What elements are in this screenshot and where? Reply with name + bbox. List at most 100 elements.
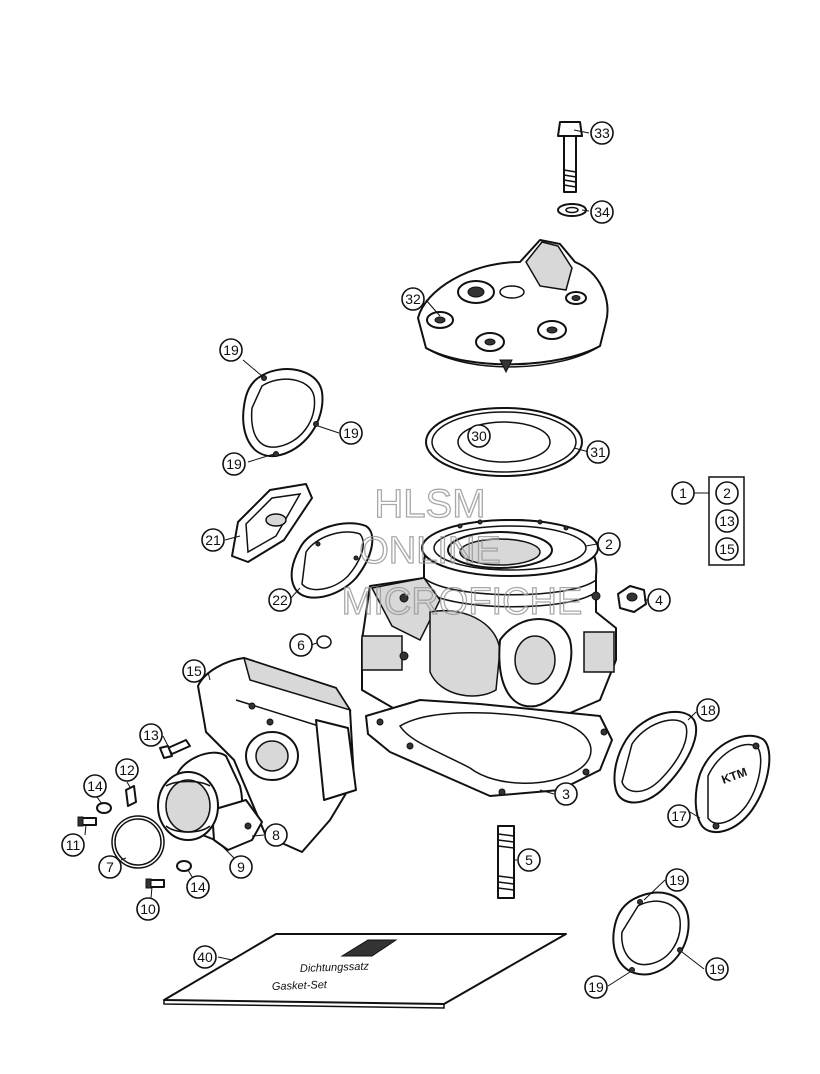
callout-19-upper-b: 19 — [339, 421, 363, 445]
svg-text:19: 19 — [588, 979, 604, 995]
part-gasket-19-lower — [612, 891, 690, 976]
callout-kit-13: 13 — [715, 509, 739, 533]
svg-text:2: 2 — [723, 485, 731, 501]
callout-34: 34 — [590, 200, 614, 224]
part-gasket-set-40: Dichtungssatz Gasket-Set — [163, 933, 567, 1009]
part-bolt-33 — [557, 121, 583, 193]
svg-text:8: 8 — [272, 827, 280, 843]
callout-19-lower-c: 19 — [584, 975, 608, 999]
callout-32: 32 — [401, 287, 425, 311]
svg-text:19: 19 — [669, 872, 685, 888]
svg-text:34: 34 — [594, 204, 610, 220]
callout-30: 30 — [467, 424, 491, 448]
svg-text:30: 30 — [471, 428, 487, 444]
svg-text:33: 33 — [594, 125, 610, 141]
part-gasket-22 — [290, 522, 374, 599]
svg-text:21: 21 — [205, 532, 221, 548]
watermark-line-1: HLSM — [374, 482, 485, 526]
part-clip-12 — [125, 785, 137, 807]
gasket-set-label-de: Dichtungssatz — [300, 961, 370, 975]
part-base-gasket-3 — [365, 699, 613, 797]
svg-text:32: 32 — [405, 291, 421, 307]
callout-group: 33 34 32 19 19 19 30 31 21 22 2 4 6 15 1… — [61, 121, 739, 999]
part-sleeve-9 — [157, 771, 219, 841]
callout-10: 10 — [136, 897, 160, 921]
part-stud-5 — [497, 825, 515, 899]
part-washer-34 — [557, 203, 587, 217]
callout-33: 33 — [590, 121, 614, 145]
callout-12: 12 — [115, 758, 139, 782]
svg-text:9: 9 — [237, 859, 245, 875]
watermark-line-3: MICROFICHE — [342, 581, 583, 623]
svg-text:11: 11 — [66, 837, 81, 853]
svg-text:17: 17 — [671, 808, 687, 824]
svg-text:2: 2 — [605, 536, 613, 552]
callout-19-lower-a: 19 — [665, 868, 689, 892]
callout-4: 4 — [647, 588, 671, 612]
callout-40: 40 — [193, 945, 217, 969]
svg-text:10: 10 — [140, 901, 156, 917]
watermark: HLSM ONLINE MICROFICHE — [341, 481, 583, 623]
callout-kit-2: 2 — [715, 481, 739, 505]
part-cover-17: KTM — [694, 734, 771, 834]
svg-text:15: 15 — [719, 541, 735, 557]
svg-text:14: 14 — [190, 879, 206, 895]
svg-text:18: 18 — [700, 702, 716, 718]
callout-6: 6 — [289, 633, 313, 657]
part-screw-11 — [77, 816, 97, 827]
part-screw-10 — [145, 878, 165, 889]
svg-text:40: 40 — [197, 949, 213, 965]
part-o-ring-7 — [111, 815, 165, 869]
callout-kit-15: 15 — [715, 537, 739, 561]
part-screw-13 — [159, 739, 191, 759]
callout-21: 21 — [201, 528, 225, 552]
svg-text:5: 5 — [525, 852, 533, 868]
part-washer-14-lower — [176, 860, 192, 872]
leader-lines — [84, 129, 705, 987]
callout-9: 9 — [229, 855, 253, 879]
part-gasket-18 — [613, 710, 698, 804]
callout-14-upper: 14 — [83, 774, 107, 798]
callout-kit-1: 1 — [671, 481, 695, 505]
callout-8: 8 — [264, 823, 288, 847]
svg-text:4: 4 — [655, 592, 663, 608]
svg-text:3: 3 — [562, 786, 570, 802]
svg-text:13: 13 — [143, 727, 159, 743]
svg-text:19: 19 — [223, 342, 239, 358]
part-washer-14-upper — [96, 802, 112, 814]
svg-text:31: 31 — [590, 444, 606, 460]
callout-18: 18 — [696, 698, 720, 722]
callout-22: 22 — [268, 588, 292, 612]
svg-text:19: 19 — [343, 425, 359, 441]
part-o-ring-6 — [316, 635, 332, 649]
svg-text:6: 6 — [297, 637, 305, 653]
callout-2: 2 — [597, 532, 621, 556]
svg-text:15: 15 — [186, 663, 202, 679]
callout-11: 11 — [61, 833, 85, 857]
svg-text:19: 19 — [226, 456, 242, 472]
svg-text:14: 14 — [87, 778, 103, 794]
part-gasket-21 — [231, 483, 313, 563]
part-cylinder-head-32 — [417, 239, 609, 374]
callout-31: 31 — [586, 440, 610, 464]
callout-14-lower: 14 — [186, 875, 210, 899]
callout-19-lower-b: 19 — [705, 957, 729, 981]
svg-text:13: 13 — [719, 513, 735, 529]
svg-text:7: 7 — [106, 859, 114, 875]
callout-19-upper-c: 19 — [222, 452, 246, 476]
svg-text:22: 22 — [272, 592, 288, 608]
part-gasket-19-upper — [242, 368, 324, 458]
callout-3: 3 — [554, 782, 578, 806]
part-head-gasket-31 — [425, 407, 583, 477]
part-housing-15 — [197, 656, 357, 853]
part-nut-4 — [617, 585, 647, 613]
svg-text:1: 1 — [679, 485, 687, 501]
callout-5: 5 — [517, 848, 541, 872]
gasket-set-label-en: Gasket-Set — [272, 979, 328, 993]
part-o-ring-30 — [457, 421, 551, 463]
callout-13: 13 — [139, 723, 163, 747]
callout-7: 7 — [98, 855, 122, 879]
svg-text:12: 12 — [119, 762, 135, 778]
